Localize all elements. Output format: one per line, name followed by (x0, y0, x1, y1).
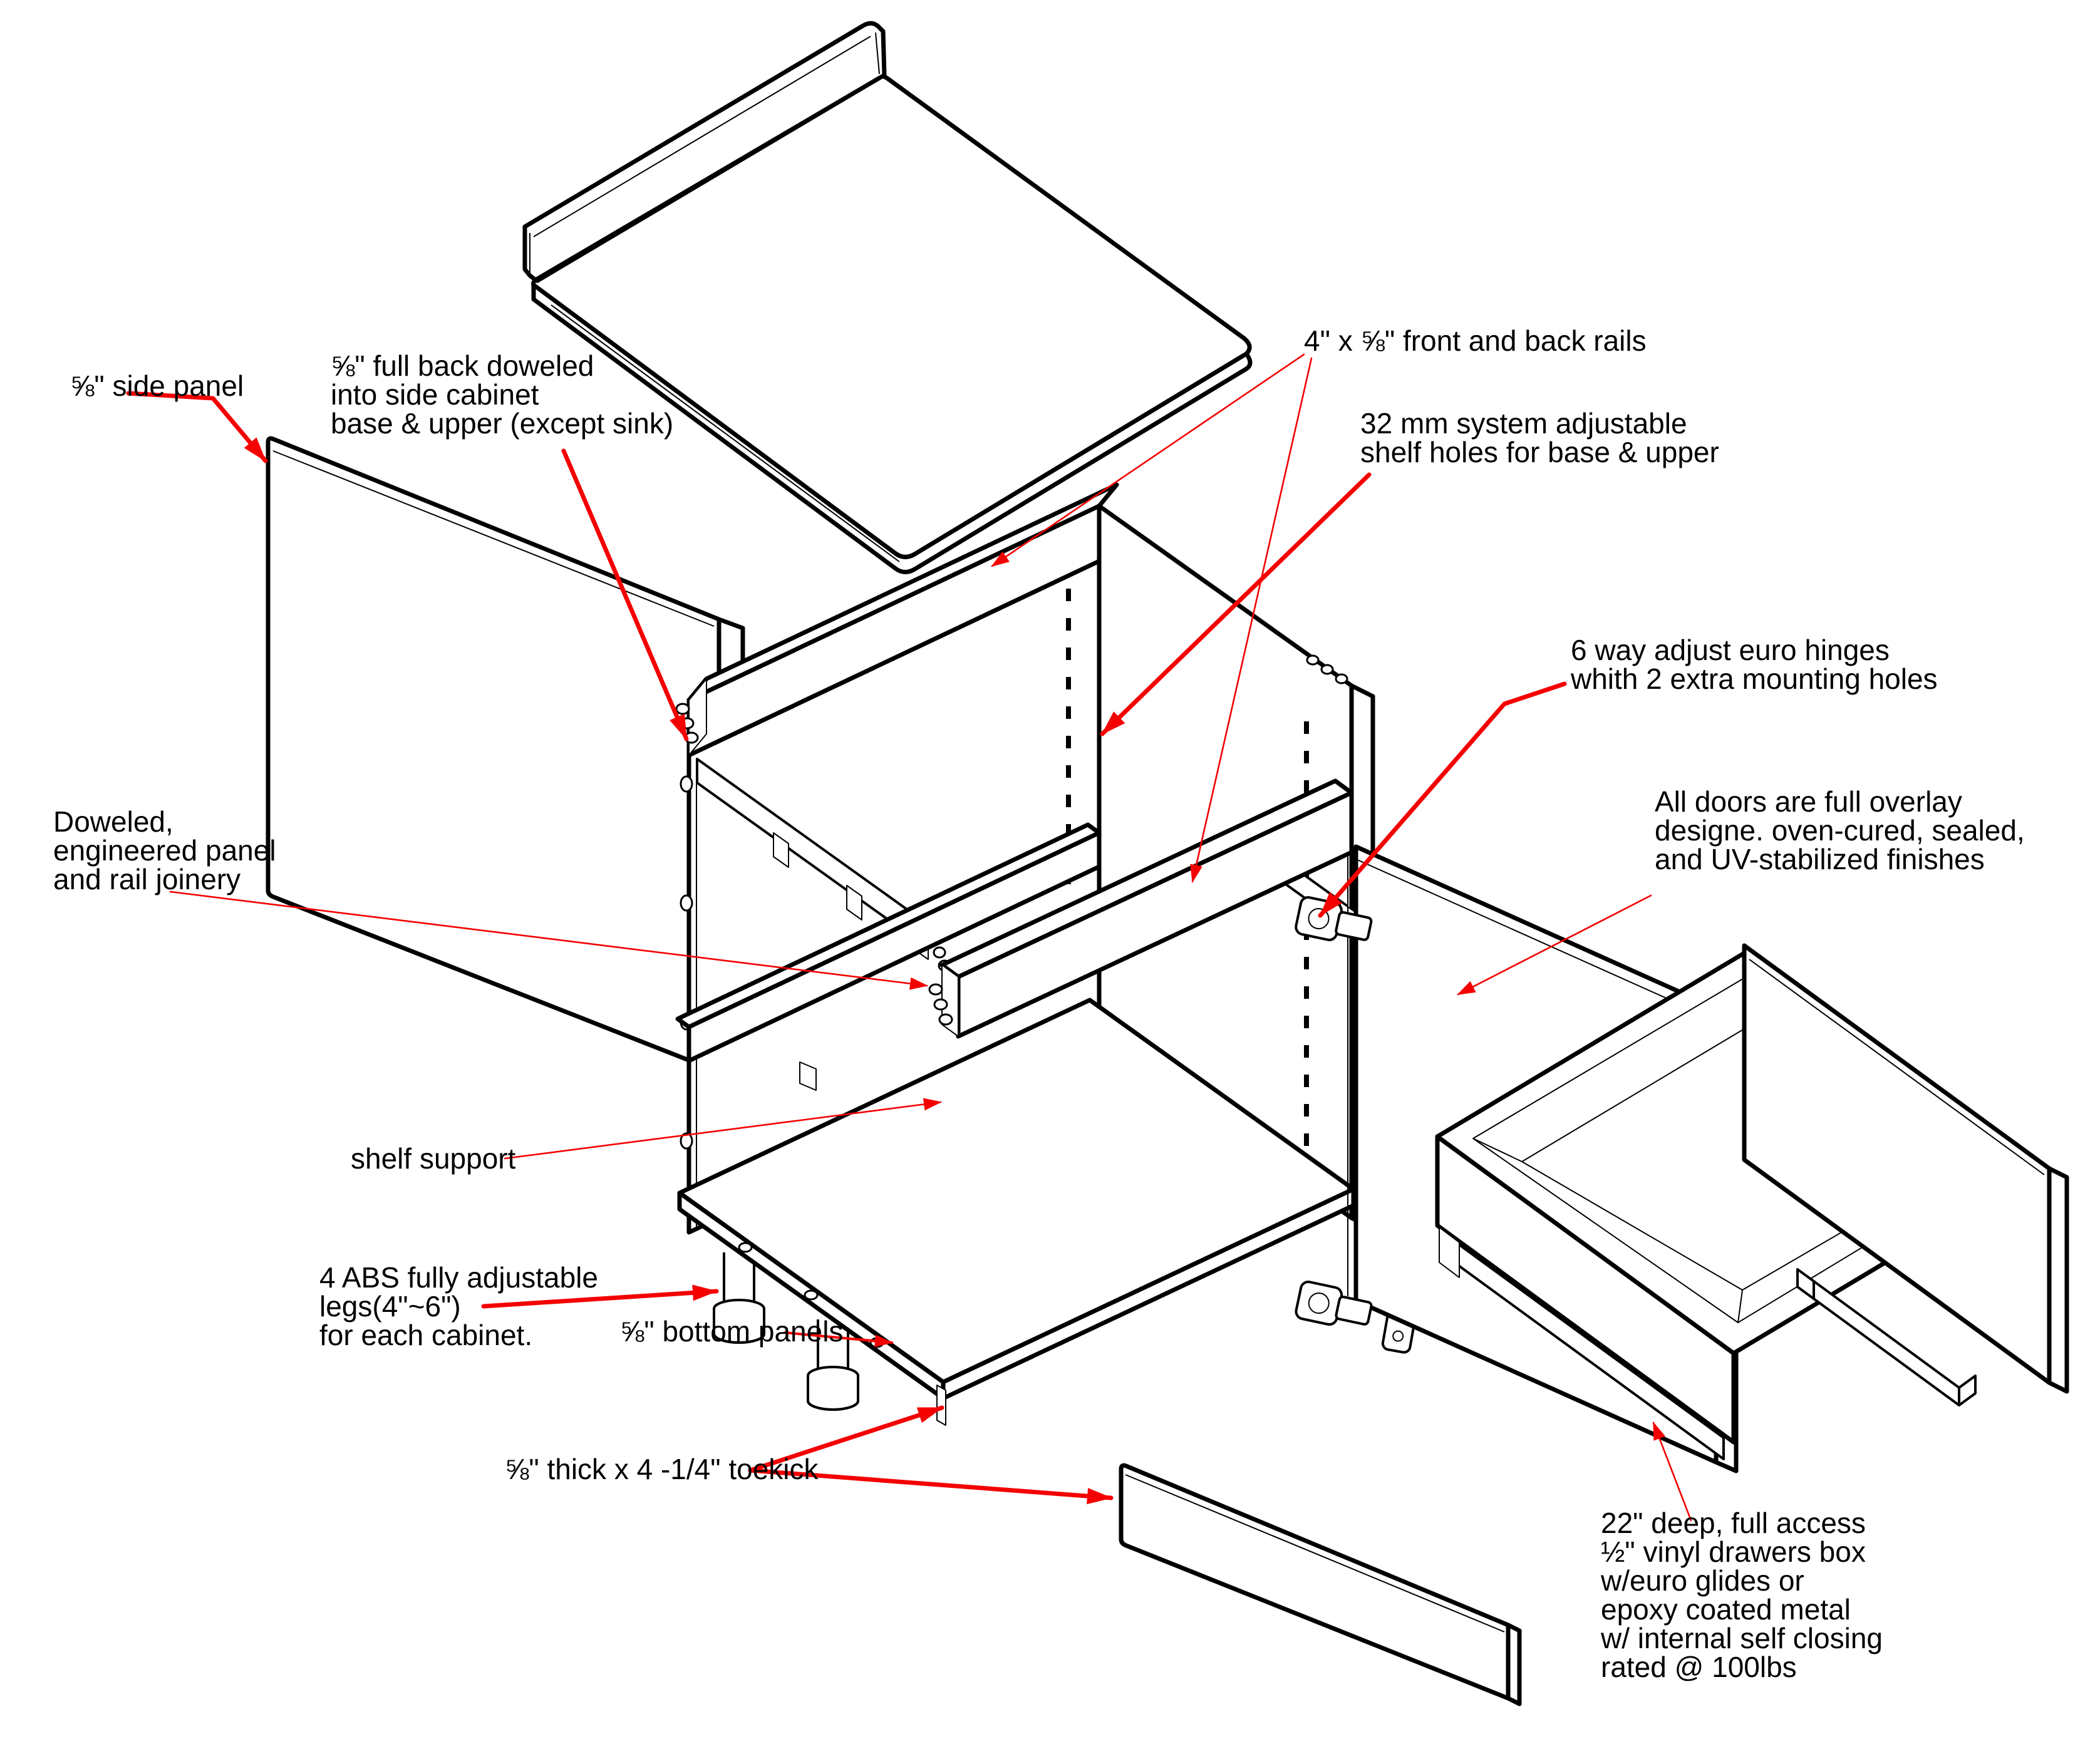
label-abs-legs: for each cabinet. (319, 1319, 532, 1351)
leader-drawer-box (1652, 1421, 1692, 1522)
label-drawer-box: rated @ 100lbs (1601, 1651, 1797, 1683)
toekick-edge (1506, 1623, 1522, 1706)
leader-lines (126, 353, 1692, 1522)
drawer-box (1435, 943, 2069, 1460)
label-doors-finish: All doors are full overlay (1655, 785, 1962, 818)
label-drawer-box: epoxy coated metal (1601, 1593, 1851, 1626)
drawer-handle (1796, 1268, 1977, 1406)
leader-toekick-panel (748, 1468, 1114, 1505)
label-abs-legs: 4 ABS fully adjustable (319, 1261, 598, 1294)
toekick-panel (1119, 1463, 1522, 1706)
shelf-front-edge (686, 830, 1102, 1063)
label-abs-legs: legs(4"~6") (319, 1290, 461, 1323)
label-toekick: ⅝" thick x 4 -1/4" toekick (505, 1453, 819, 1485)
label-doors-finish: designe. oven-cured, sealed, (1655, 814, 2025, 847)
leader-rails-front (1190, 357, 1313, 883)
drawer-glide-under (1439, 1227, 1725, 1460)
label-shelf-support: shelf support (351, 1142, 516, 1175)
leader-abs-legs (481, 1284, 719, 1309)
label-rails: 4" x ⅝" front and back rails (1304, 324, 1647, 357)
label-shelf-holes: 32 mm system adjustable (1360, 407, 1687, 440)
leader-shelf-support (504, 1098, 942, 1160)
label-euro-hinges: 6 way adjust euro hinges (1571, 634, 1890, 666)
leader-side-panel (126, 391, 268, 463)
leader-bottom-panels (784, 1331, 893, 1348)
label-side-panel: ⅝" side panel (70, 369, 244, 402)
front-rail (928, 778, 1354, 1039)
label-full-back: into side cabinet (331, 378, 539, 411)
label-drawer-box: 22" deep, full access (1601, 1507, 1866, 1539)
abs-leg (807, 1319, 859, 1411)
label-joinery: engineered panel (53, 834, 276, 867)
label-shelf-holes: shelf holes for base & upper (1360, 436, 1719, 468)
label-joinery: and rail joinery (53, 863, 241, 895)
label-drawer-box: w/ internal self closing (1600, 1622, 1883, 1654)
leader-toekick-cabinet (748, 1405, 944, 1473)
euro-hinge (1295, 1281, 1373, 1326)
label-drawer-box: ½" vinyl drawers box (1601, 1535, 1866, 1568)
label-drawer-box: w/euro glides or (1600, 1564, 1804, 1597)
countertop-top-face (531, 73, 1252, 559)
side-panel (266, 436, 745, 1083)
leader-full-back (561, 448, 689, 741)
abs-leg (713, 1252, 765, 1344)
label-joinery: Doweled, (53, 805, 173, 838)
label-doors-finish: and UV-stabilized finishes (1655, 843, 1985, 875)
countertop-assembly (522, 21, 1253, 574)
shelf-support-clip (799, 1061, 817, 1091)
label-euro-hinges: whith 2 extra mounting holes (1570, 663, 1938, 695)
toekick-face (1119, 1463, 1511, 1701)
drawer-front-edge (2047, 1166, 2069, 1394)
leader-joinery (169, 890, 928, 990)
side-panel-face (266, 436, 722, 1075)
leader-hinges (1318, 681, 1567, 918)
countertop-front-edge (531, 282, 1253, 574)
leader-doors (1457, 894, 1652, 996)
annotations: ⅝" side panel ⅝" full back doweled into … (53, 324, 2025, 1683)
label-full-back: base & upper (except sink) (331, 407, 673, 440)
label-full-back: ⅝" full back doweled (331, 349, 594, 382)
leader-rails-back (991, 353, 1305, 567)
label-bottom-panels: ⅝" bottom panels (620, 1315, 843, 1348)
backsplash (522, 21, 887, 282)
leader-shelf-holes (1100, 472, 1372, 736)
